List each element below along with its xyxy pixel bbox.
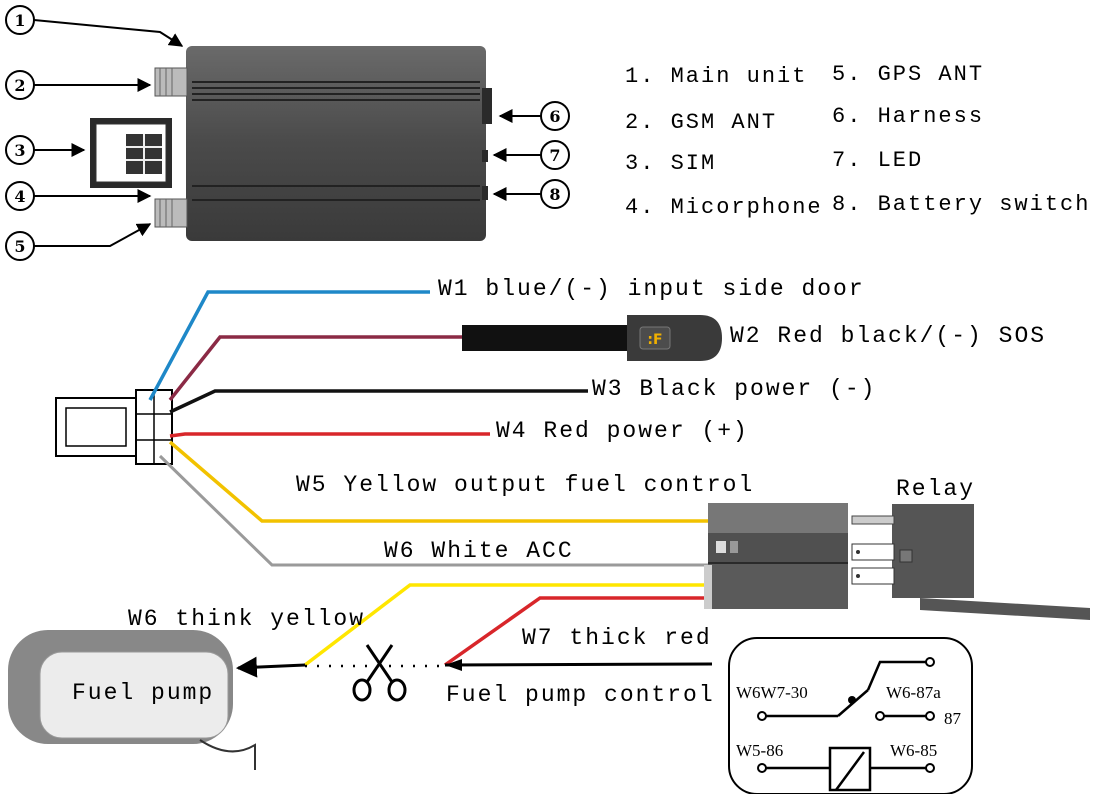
callout-4: 4 bbox=[5, 181, 152, 211]
sos-button: :F bbox=[462, 315, 722, 361]
wire-w2-maroon bbox=[168, 335, 465, 402]
relay-socket bbox=[704, 503, 848, 609]
svg-text:3: 3 bbox=[14, 141, 25, 160]
fuel-pump-label: Fuel pump bbox=[72, 680, 215, 706]
callout-3: 3 bbox=[5, 135, 86, 165]
wire-w1-blue bbox=[148, 290, 430, 401]
wire-label-w5: W5 Yellow output fuel control bbox=[296, 472, 755, 498]
svg-text:4: 4 bbox=[14, 187, 25, 206]
gsm-ant-connector bbox=[154, 67, 188, 97]
wire-w6-white bbox=[158, 454, 710, 567]
schematic-label-w5-86: W5-86 bbox=[736, 741, 784, 760]
wire-label-w6-think-yellow: W6 think yellow bbox=[128, 606, 366, 632]
wire-label-w4: W4 Red power (+) bbox=[496, 418, 749, 444]
wire-label-w6: W6 White ACC bbox=[384, 538, 574, 564]
schematic-label-w6-85: W6-85 bbox=[890, 741, 938, 760]
svg-text:8: 8 bbox=[549, 185, 560, 204]
sim-card bbox=[90, 118, 172, 188]
svg-text:6: 6 bbox=[549, 107, 560, 126]
callout-7: 7 bbox=[492, 140, 570, 170]
schematic-label-w6-87a: W6-87a bbox=[886, 683, 941, 702]
scissors-icon bbox=[352, 644, 407, 702]
callout-6: 6 bbox=[498, 101, 570, 131]
fuel-pump bbox=[8, 630, 256, 770]
wire-label-w2: W2 Red black/(-) SOS bbox=[730, 323, 1047, 349]
svg-text:7: 7 bbox=[549, 146, 560, 165]
wire-w4-red bbox=[169, 432, 490, 438]
callout-1: 1 bbox=[5, 5, 184, 47]
svg-text:2: 2 bbox=[14, 76, 25, 95]
legend-item-5: 5. GPS ANT bbox=[832, 62, 985, 87]
fuel-pump-arrow bbox=[235, 656, 306, 678]
callout-2: 2 bbox=[5, 70, 152, 100]
svg-text:1: 1 bbox=[14, 11, 25, 30]
wire-label-w3: W3 Black power (-) bbox=[592, 376, 877, 402]
wire-w6-think-yellow bbox=[303, 583, 710, 667]
harness-connector bbox=[55, 389, 173, 465]
legend-item-6: 6. Harness bbox=[832, 104, 985, 129]
relay-schematic bbox=[728, 637, 973, 794]
wire-label-w7: W7 thick red bbox=[522, 625, 712, 651]
fuel-pump-control-label: Fuel pump control bbox=[446, 682, 715, 708]
legend-item-1: 1. Main unit bbox=[625, 64, 808, 89]
callout-8: 8 bbox=[492, 179, 570, 209]
fuel-pump-control-arrow bbox=[444, 662, 713, 667]
wire-w7-thick-red bbox=[443, 596, 710, 667]
svg-text::F: :F bbox=[647, 332, 662, 348]
legend-item-8: 8. Battery switch bbox=[832, 192, 1091, 217]
legend-item-7: 7. LED bbox=[832, 148, 924, 173]
callout-5: 5 bbox=[5, 223, 152, 261]
svg-text:5: 5 bbox=[14, 237, 25, 256]
main-unit bbox=[186, 46, 492, 241]
gps-ant-connector bbox=[154, 198, 188, 228]
wire-w5-yellow bbox=[168, 440, 710, 523]
wire-label-w1: W1 blue/(-) input side door bbox=[438, 276, 865, 302]
schematic-label-w6w7-30: W6W7-30 bbox=[736, 683, 808, 702]
legend-item-3: 3. SIM bbox=[625, 151, 717, 176]
schematic-label-87: 87 bbox=[944, 709, 961, 728]
legend-item-4: 4. Micorphone bbox=[625, 195, 823, 220]
relay bbox=[851, 504, 1090, 620]
legend-item-2: 2. GSM ANT bbox=[625, 110, 778, 135]
wire-w3-black bbox=[169, 389, 588, 414]
relay-label: Relay bbox=[896, 476, 976, 502]
